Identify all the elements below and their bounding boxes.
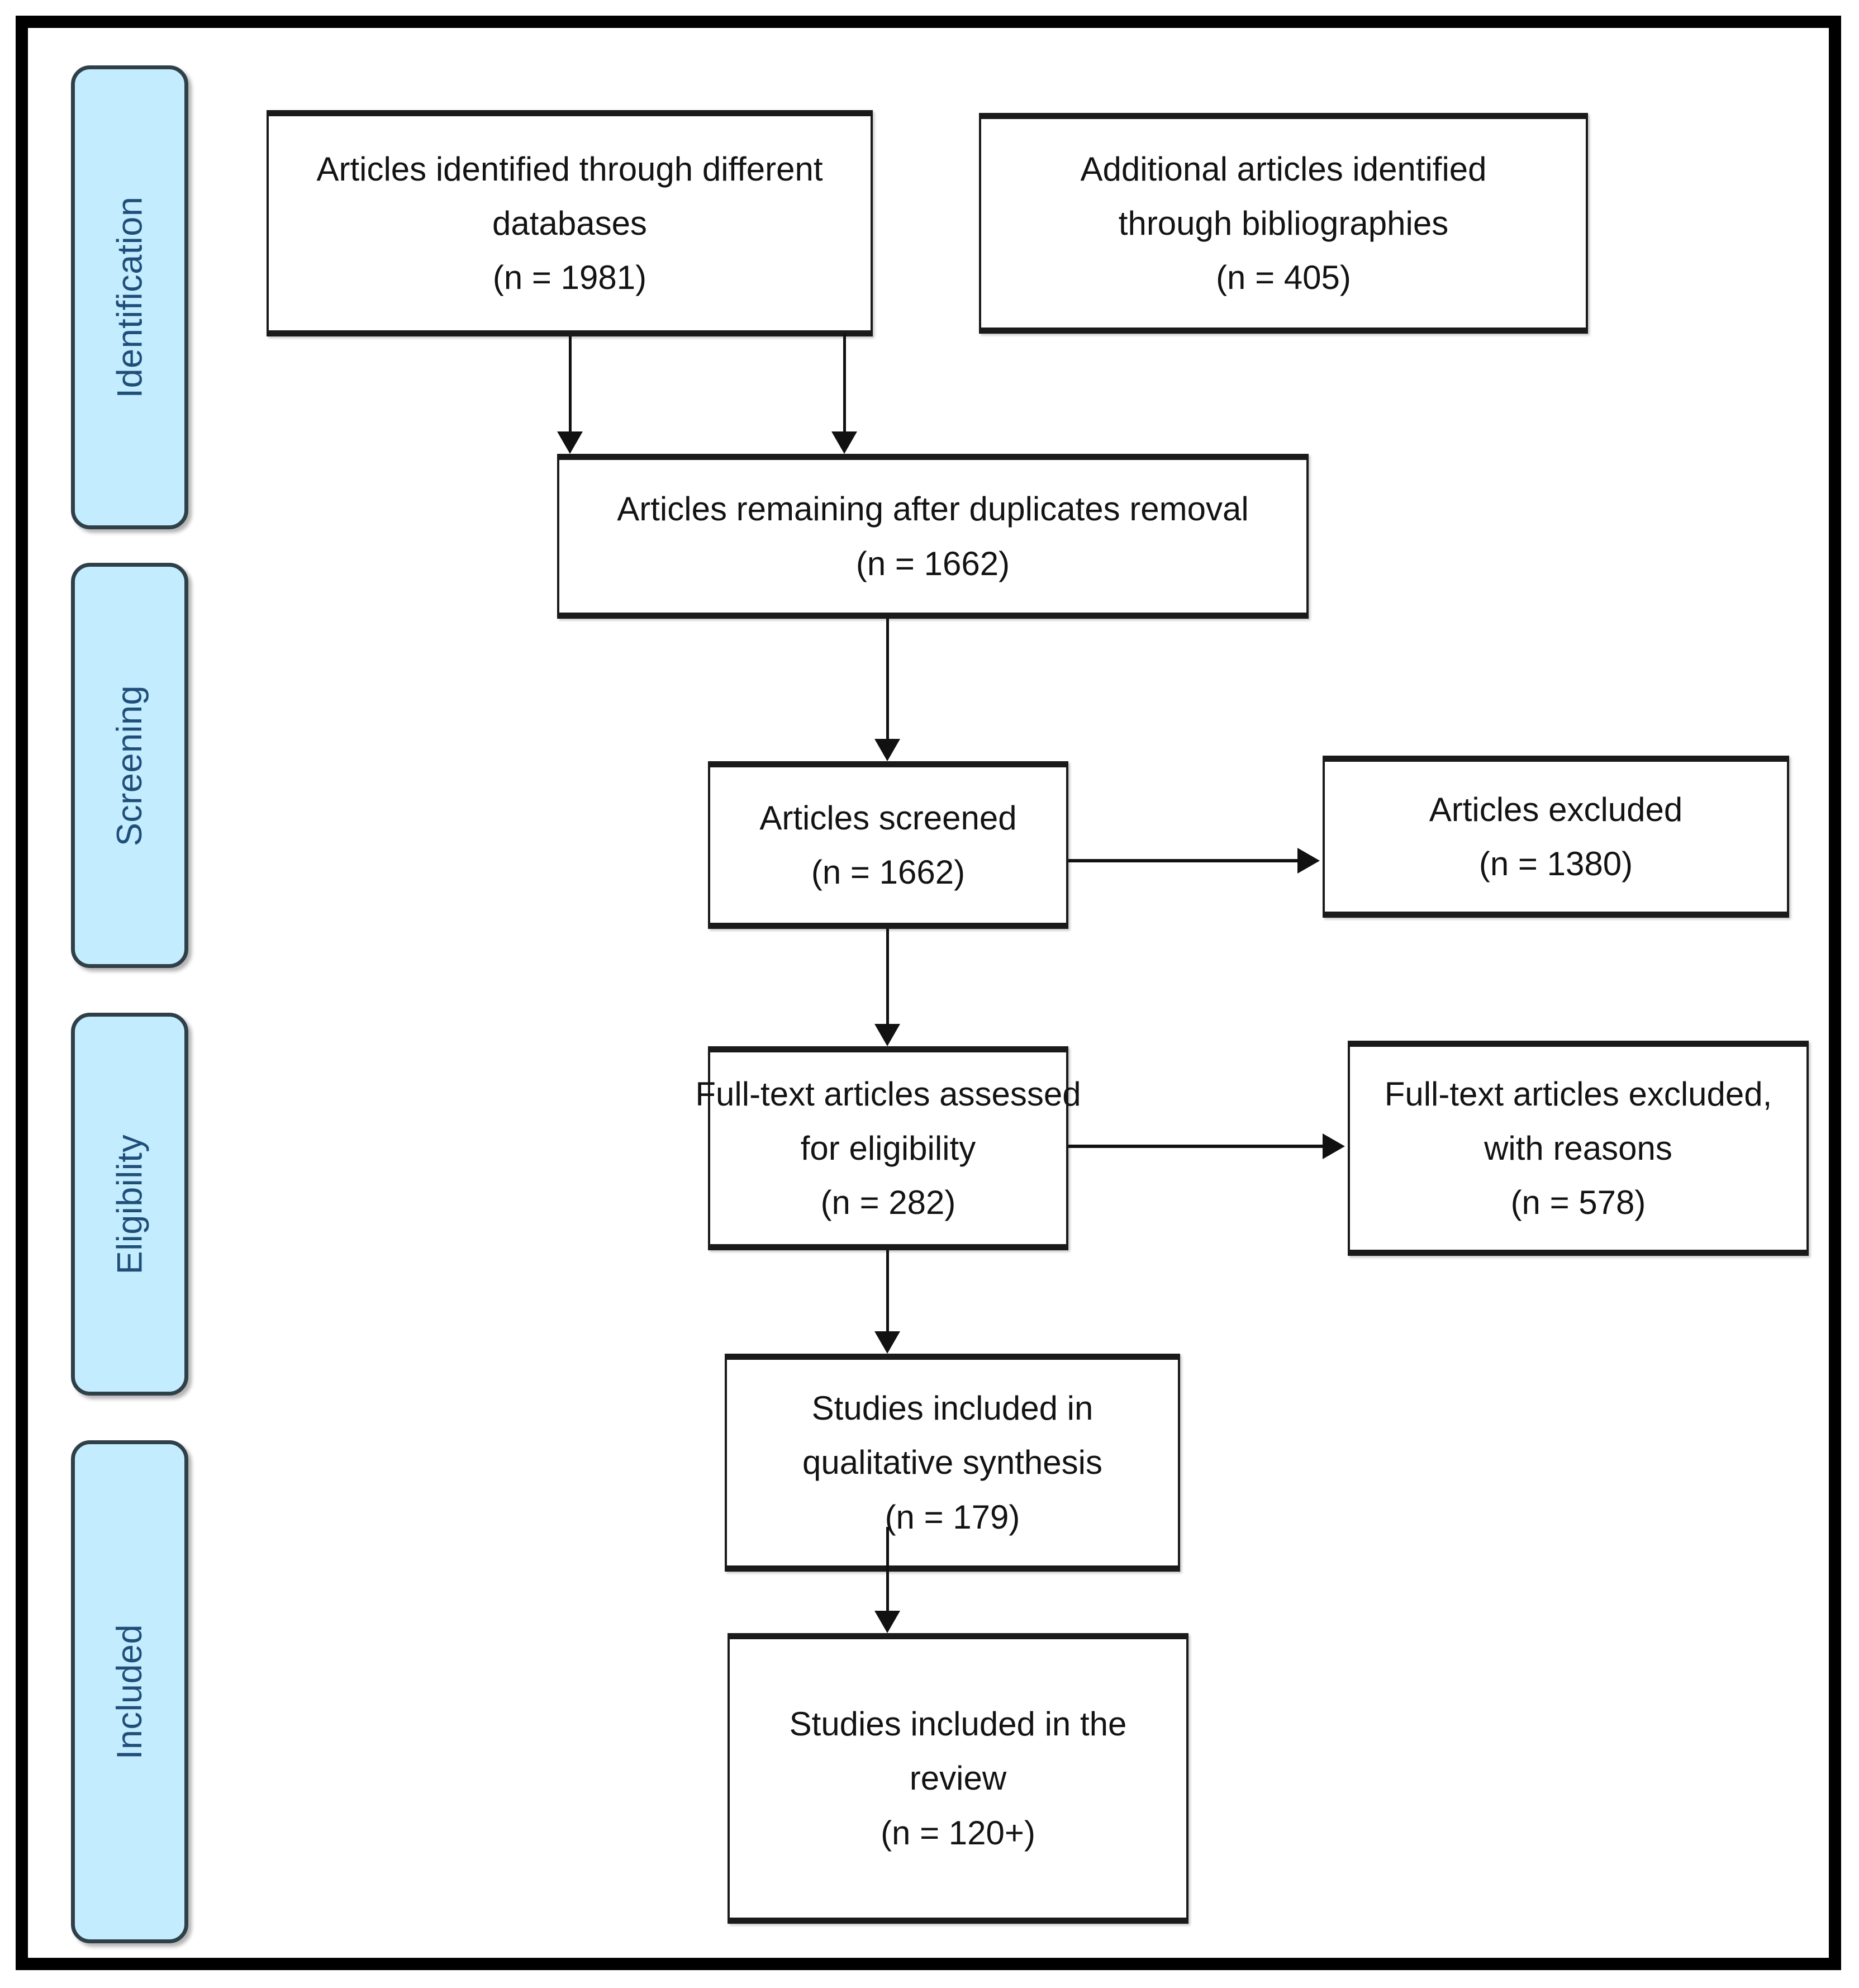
- node-qualitative-synthesis-line-1: Studies included in: [811, 1389, 1093, 1427]
- node-qualitative-synthesis-count: (n = 179): [885, 1498, 1020, 1536]
- node-screened-line-1: Articles screened: [759, 799, 1017, 837]
- edge-qualitative-to-review-line: [886, 1527, 889, 1611]
- stage-pill-screening: Screening: [71, 563, 188, 968]
- edge-bibliographies-to-duplicates-arrow: [831, 431, 857, 454]
- edge-screened-to-excluded-arrow: [1297, 848, 1320, 874]
- stage-pill-eligibility: Eligibility: [71, 1013, 188, 1396]
- node-fulltext-assessed: Full-text articles assessed for eligibil…: [695, 1046, 1081, 1250]
- node-bibliographies-count: (n = 405): [1216, 259, 1351, 297]
- node-fulltext-excluded: Full-text articles excluded, with reason…: [1348, 1041, 1809, 1256]
- edge-fulltext-to-excluded-arrow: [1323, 1133, 1345, 1159]
- diagram-frame: Identification Screening Eligibility Inc…: [16, 16, 1841, 1970]
- node-qualitative-synthesis-line-2: qualitative synthesis: [802, 1444, 1102, 1482]
- stage-label-included: Included: [110, 1624, 150, 1760]
- edge-qualitative-to-review-arrow: [874, 1611, 900, 1633]
- node-fulltext-assessed-line-2: for eligibility: [800, 1129, 976, 1167]
- stage-pill-included: Included: [71, 1440, 188, 1943]
- node-bibliographies-line-2: through bibliographies: [1118, 204, 1449, 242]
- edge-databases-to-duplicates-arrow: [557, 431, 583, 454]
- edge-screened-to-fulltext-arrow: [874, 1024, 900, 1046]
- node-databases-line-2: databases: [492, 204, 647, 242]
- edge-screened-to-excluded-line: [1068, 859, 1297, 862]
- node-databases: Articles identified through different da…: [267, 110, 873, 336]
- node-screened-count: (n = 1662): [811, 853, 966, 891]
- node-fulltext-assessed-line-1: Full-text articles assessed: [695, 1075, 1081, 1113]
- edge-duplicates-to-screened-line: [886, 619, 889, 739]
- node-qualitative-synthesis: Studies included in qualitative synthesi…: [725, 1354, 1180, 1572]
- node-bibliographies-line-1: Additional articles identified: [1080, 150, 1487, 188]
- node-databases-count: (n = 1981): [492, 259, 647, 297]
- node-review: Studies included in the review (n = 120+…: [728, 1633, 1188, 1924]
- stage-pill-identification: Identification: [71, 65, 188, 529]
- stage-label-identification: Identification: [110, 196, 150, 398]
- node-databases-line-1: Articles identified through different: [316, 150, 823, 188]
- node-review-line-2: review: [909, 1759, 1007, 1797]
- node-review-line-1: Studies included in the: [789, 1705, 1127, 1743]
- edge-screened-to-fulltext-line: [886, 929, 889, 1024]
- node-duplicates-removed-count: (n = 1662): [855, 544, 1010, 582]
- stage-label-screening: Screening: [110, 685, 149, 846]
- node-fulltext-assessed-count: (n = 282): [820, 1184, 956, 1222]
- stage-label-eligibility: Eligibility: [110, 1134, 149, 1274]
- node-bibliographies: Additional articles identified through b…: [979, 113, 1588, 334]
- node-duplicates-removed: Articles remaining after duplicates remo…: [557, 454, 1309, 619]
- node-duplicates-removed-line-1: Articles remaining after duplicates remo…: [617, 490, 1249, 528]
- node-fulltext-excluded-line-2: with reasons: [1484, 1129, 1672, 1167]
- node-screened: Articles screened (n = 1662): [708, 761, 1068, 929]
- edge-fulltext-to-qualitative-line: [886, 1250, 889, 1331]
- edge-fulltext-to-excluded-line: [1068, 1145, 1323, 1148]
- edge-fulltext-to-qualitative-arrow: [874, 1331, 900, 1354]
- node-excluded-count: (n = 1380): [1478, 845, 1633, 882]
- node-excluded-line-1: Articles excluded: [1429, 790, 1683, 828]
- edge-bibliographies-to-duplicates-line: [843, 334, 846, 431]
- edge-databases-to-duplicates-line: [569, 336, 572, 431]
- node-excluded: Articles excluded (n = 1380): [1323, 756, 1789, 918]
- node-fulltext-excluded-line-1: Full-text articles excluded,: [1384, 1075, 1772, 1113]
- node-fulltext-excluded-count: (n = 578): [1510, 1184, 1646, 1222]
- node-review-count: (n = 120+): [881, 1814, 1035, 1852]
- edge-duplicates-to-screened-arrow: [874, 739, 900, 761]
